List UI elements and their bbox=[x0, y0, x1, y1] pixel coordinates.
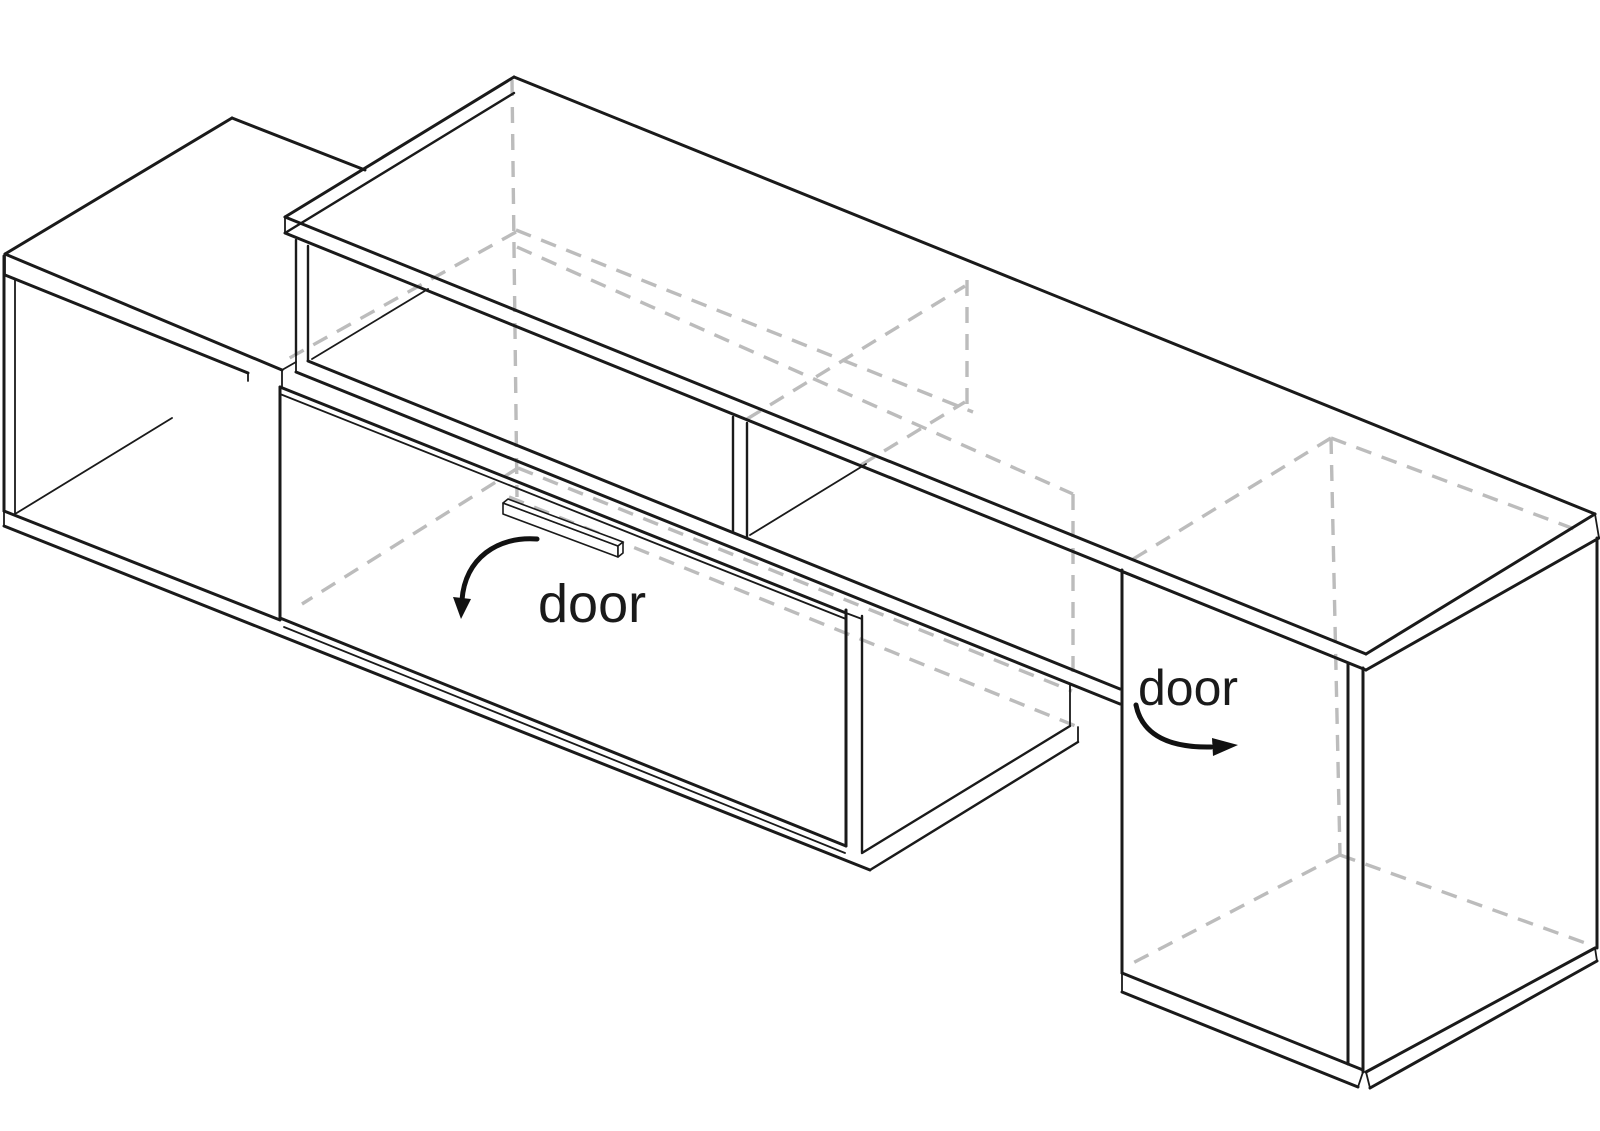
divider-posts bbox=[294, 238, 867, 540]
arrowhead-right-icon bbox=[1212, 738, 1238, 756]
door-swing-right-arrow bbox=[1133, 702, 1214, 750]
flap-door-handle bbox=[502, 498, 624, 558]
left-open-box bbox=[2, 116, 872, 872]
middle-unit-base bbox=[860, 683, 1080, 872]
cabinet-door-label: door bbox=[1138, 660, 1238, 716]
flap-door-label: door bbox=[538, 574, 646, 634]
door-swing-down-arrow bbox=[459, 536, 540, 603]
right-cabinet bbox=[1120, 536, 1599, 1090]
cabinet-door-annotation: door bbox=[1133, 660, 1238, 756]
arrowhead-down-icon bbox=[453, 597, 471, 619]
hidden-edges bbox=[285, 79, 1592, 968]
flap-door-annotation: door bbox=[453, 536, 646, 634]
top-shelf bbox=[283, 75, 1600, 672]
lower-shelf bbox=[294, 354, 1122, 706]
flap-door bbox=[278, 385, 864, 854]
